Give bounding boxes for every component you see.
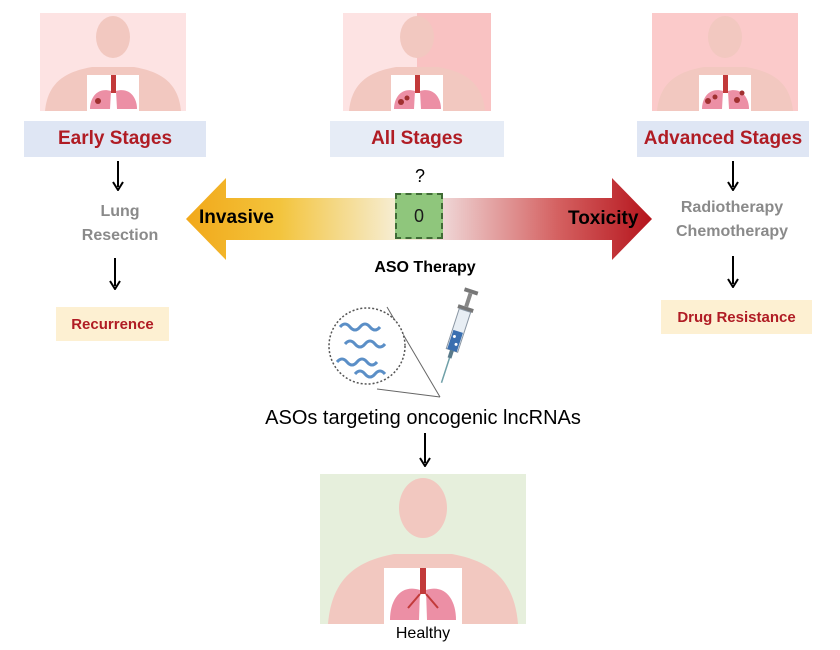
all-stages-figure <box>343 13 491 111</box>
healthy-label: Healthy <box>395 625 451 642</box>
toxicity-label: Toxicity <box>568 208 639 229</box>
advanced-stage-figure <box>652 13 798 111</box>
healthy-lungs-icon <box>328 478 518 624</box>
drug-resistance-box: Drug Resistance <box>661 300 812 334</box>
zero-value-box: 0 <box>395 193 443 239</box>
advanced-stages-label: Advanced Stages <box>637 121 809 157</box>
aso-caption: ASOs targeting oncogenic lncRNAs <box>265 407 581 429</box>
radio-chemo-label: Radiotherapy Chemotherapy <box>664 196 800 244</box>
aso-illustration <box>328 287 479 398</box>
early-down-arrow-2 <box>109 258 121 290</box>
aso-strands-icon <box>328 307 406 385</box>
chemotherapy-line: Chemotherapy <box>675 223 789 240</box>
aso-therapy-label: ASO Therapy <box>374 259 476 276</box>
human-lungs-advanced-icon <box>657 16 793 111</box>
human-lungs-early-icon <box>45 16 181 111</box>
syringe-icon <box>440 287 479 383</box>
advanced-down-arrow-2 <box>727 256 739 288</box>
early-down-arrow-1 <box>112 161 124 191</box>
recurrence-box: Recurrence <box>56 307 169 341</box>
early-stage-figure <box>40 13 186 111</box>
question-mark: ? <box>414 166 425 186</box>
healthy-down-arrow <box>419 433 431 467</box>
healthy-figure <box>320 474 526 624</box>
invasive-label: Invasive <box>199 207 274 228</box>
all-stages-label: All Stages <box>330 121 504 157</box>
advanced-down-arrow-1 <box>727 161 739 191</box>
lung-resection-label: Lung Resection <box>65 200 175 248</box>
human-lungs-all-icon <box>349 16 485 111</box>
early-stages-label: Early Stages <box>24 121 206 157</box>
lung-resection-line-2: Resection <box>81 227 159 244</box>
radiotherapy-line: Radiotherapy <box>680 199 784 216</box>
lung-resection-line-1: Lung <box>100 203 140 220</box>
